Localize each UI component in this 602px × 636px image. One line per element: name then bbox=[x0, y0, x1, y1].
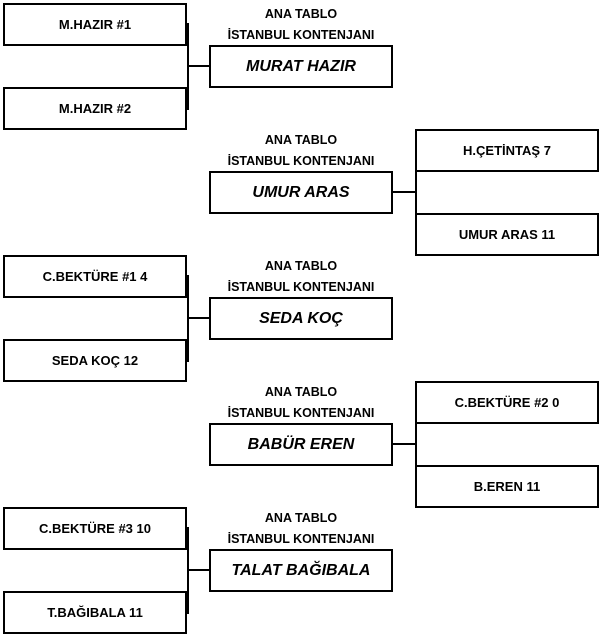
bracket-caption: ANA TABLO İSTANBUL KONTENJANI bbox=[209, 4, 393, 46]
caption-line-1: ANA TABLO bbox=[264, 133, 338, 147]
player-slot-bottom: UMUR ARAS 11 bbox=[415, 213, 599, 256]
connector-line bbox=[393, 443, 417, 445]
player-slot-top: C.BEKTÜRE #2 0 bbox=[415, 381, 599, 424]
connector-line bbox=[415, 149, 417, 236]
caption-line-1: ANA TABLO bbox=[264, 7, 338, 21]
winner-slot: MURAT HAZIR bbox=[209, 45, 393, 88]
player-slot-bottom: B.EREN 11 bbox=[415, 465, 599, 508]
caption-line-2: İSTANBUL KONTENJANI bbox=[227, 154, 375, 168]
player-name: UMUR ARAS 11 bbox=[458, 227, 556, 242]
bracket-caption: ANA TABLO İSTANBUL KONTENJANI bbox=[209, 130, 393, 172]
winner-slot: UMUR ARAS bbox=[209, 171, 393, 214]
player-slot-bottom: SEDA KOÇ 12 bbox=[3, 339, 187, 382]
bracket-caption: ANA TABLO İSTANBUL KONTENJANI bbox=[209, 382, 393, 424]
caption-line-1: ANA TABLO bbox=[264, 385, 338, 399]
connector-line bbox=[187, 65, 211, 67]
winner-name: BABÜR EREN bbox=[247, 435, 355, 453]
bracket-caption: ANA TABLO İSTANBUL KONTENJANI bbox=[209, 256, 393, 298]
caption-line-2: İSTANBUL KONTENJANI bbox=[227, 28, 375, 42]
winner-name: TALAT BAĞIBALA bbox=[231, 561, 371, 579]
connector-line bbox=[415, 401, 417, 488]
winner-slot: TALAT BAĞIBALA bbox=[209, 549, 393, 592]
player-name: B.EREN 11 bbox=[473, 479, 541, 494]
player-name: C.BEKTÜRE #3 10 bbox=[39, 521, 151, 536]
player-name: T.BAĞIBALA 11 bbox=[47, 605, 143, 620]
player-slot-bottom: T.BAĞIBALA 11 bbox=[3, 591, 187, 634]
caption-line-1: ANA TABLO bbox=[264, 511, 338, 525]
connector-line bbox=[187, 317, 211, 319]
winner-name: SEDA KOÇ bbox=[259, 309, 343, 327]
winner-slot: SEDA KOÇ bbox=[209, 297, 393, 340]
player-name: C.BEKTÜRE #2 0 bbox=[454, 395, 560, 410]
bracket-caption: ANA TABLO İSTANBUL KONTENJANI bbox=[209, 508, 393, 550]
player-slot-top: H.ÇETİNTAŞ 7 bbox=[415, 129, 599, 172]
winner-name: UMUR ARAS bbox=[252, 183, 350, 201]
caption-line-2: İSTANBUL KONTENJANI bbox=[227, 406, 375, 420]
caption-line-2: İSTANBUL KONTENJANI bbox=[227, 532, 375, 546]
connector-line bbox=[187, 569, 211, 571]
player-slot-top: M.HAZIR #1 bbox=[3, 3, 187, 46]
player-name: M.HAZIR #2 bbox=[58, 101, 132, 116]
connector-line bbox=[393, 191, 417, 193]
caption-line-2: İSTANBUL KONTENJANI bbox=[227, 280, 375, 294]
player-slot-top: C.BEKTÜRE #3 10 bbox=[3, 507, 187, 550]
player-slot-top: C.BEKTÜRE #1 4 bbox=[3, 255, 187, 298]
winner-slot: BABÜR EREN bbox=[209, 423, 393, 466]
player-name: SEDA KOÇ 12 bbox=[51, 353, 139, 368]
caption-line-1: ANA TABLO bbox=[264, 259, 338, 273]
player-slot-bottom: M.HAZIR #2 bbox=[3, 87, 187, 130]
player-name: M.HAZIR #1 bbox=[58, 17, 132, 32]
player-name: C.BEKTÜRE #1 4 bbox=[42, 269, 148, 284]
player-name: H.ÇETİNTAŞ 7 bbox=[463, 143, 551, 158]
winner-name: MURAT HAZIR bbox=[246, 57, 356, 75]
